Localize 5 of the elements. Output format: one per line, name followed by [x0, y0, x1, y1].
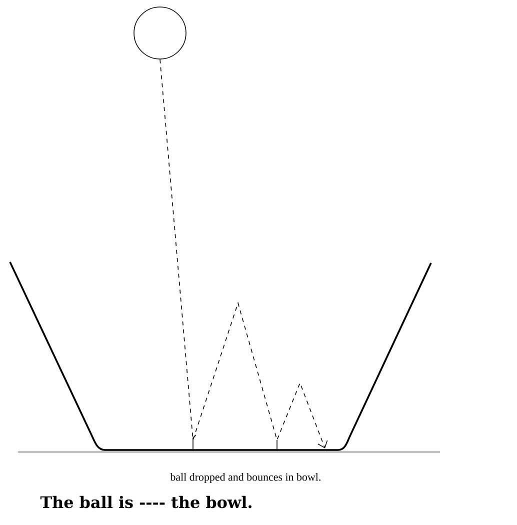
question-text: The ball is ---- the bowl. [40, 496, 252, 508]
trajectory-arrow [160, 59, 328, 448]
bowl-drawing [9, 262, 432, 451]
ball-circle [134, 6, 186, 60]
caption-text: ball dropped and bounces in bowl. [170, 473, 320, 483]
